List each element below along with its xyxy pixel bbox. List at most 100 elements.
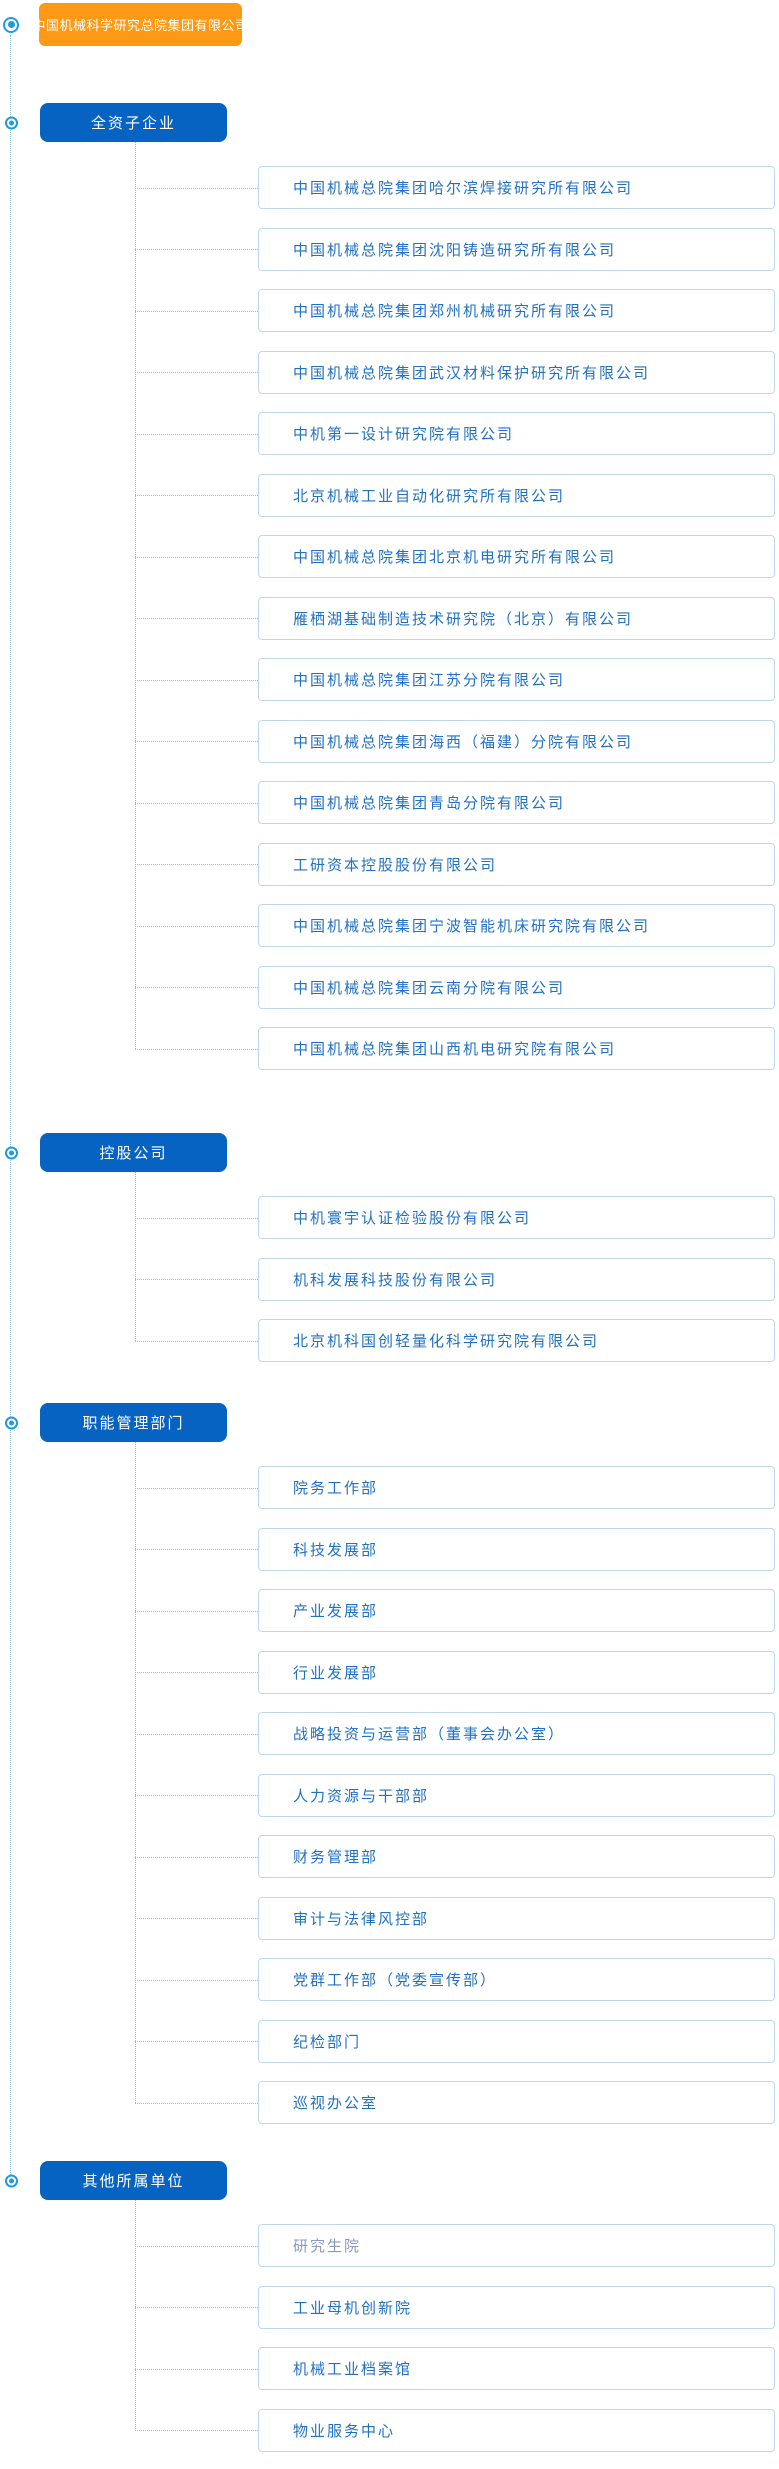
org-item-label: 工业母机创新院: [293, 2299, 413, 2317]
org-item-label: 审计与法律风控部: [293, 1910, 430, 1928]
root-bullet-icon: [3, 16, 19, 33]
section-items: 中国机械总院集团哈尔滨焊接研究所有限公司 中国机械总院集团沈阳铸造研究所有限公司…: [134, 142, 775, 1070]
section-bullet-icon: [5, 116, 18, 129]
section-category-row: 其他所属单位: [5, 2161, 227, 2200]
org-item[interactable]: 战略投资与运营部（董事会办公室）: [135, 1712, 775, 1755]
section-category-box[interactable]: 控股公司: [40, 1133, 227, 1172]
org-item-label: 财务管理部: [293, 1849, 379, 1866]
org-item-label: 工研资本控股股份有限公司: [293, 856, 498, 874]
org-item-label: 中国机械总院集团武汉材料保护研究所有限公司: [293, 364, 651, 382]
org-item-label: 科技发展部: [293, 1541, 379, 1559]
org-item-label: 纪检部门: [293, 2033, 362, 2051]
bullet-dot: [9, 1150, 14, 1155]
org-item[interactable]: 北京机械工业自动化研究所有限公司: [135, 473, 775, 517]
org-item[interactable]: 中国机械总院集团云南分院有限公司: [135, 965, 775, 1009]
bullet-dot: [9, 120, 14, 125]
org-item-label: 中机第一设计研究院有限公司: [293, 426, 515, 443]
org-item-label: 中国机械总院集团山西机电研究院有限公司: [293, 1041, 617, 1058]
org-item-label: 中国机械总院集团云南分院有限公司: [293, 979, 566, 997]
org-item-label: 中国机械总院集团沈阳铸造研究所有限公司: [293, 241, 617, 259]
section-category-row: 控股公司: [5, 1133, 227, 1172]
root-node: 中国机械科学研究总院集团有限公司: [3, 3, 248, 46]
section-category-box[interactable]: 全资子企业: [40, 103, 227, 142]
section-items: 中机寰宇认证检验股份有限公司 机科发展科技股份有限公司 北京机科国创轻量化科学研…: [134, 1172, 775, 1362]
org-item[interactable]: 物业服务中心: [135, 2408, 775, 2452]
org-item[interactable]: 中国机械总院集团宁波智能机床研究院有限公司: [135, 904, 775, 947]
bullet-dot: [9, 1420, 14, 1425]
root-org-box[interactable]: 中国机械科学研究总院集团有限公司: [33, 3, 248, 46]
trunk-connector-line: [10, 35, 11, 2185]
section-category-label: 其他所属单位: [82, 2173, 185, 2190]
org-item[interactable]: 中国机械总院集团郑州机械研究所有限公司: [135, 289, 775, 332]
org-item-label: 中国机械总院集团海西（福建）分院有限公司: [293, 733, 634, 751]
section-items: 研究生院 工业母机创新院 机械工业档案馆 物业服务中心: [134, 2200, 775, 2452]
bullet-dot: [7, 21, 15, 28]
org-item[interactable]: 工业母机创新院: [135, 2285, 775, 2329]
org-item[interactable]: 中国机械总院集团山西机电研究院有限公司: [135, 1027, 775, 1070]
org-item[interactable]: 财务管理部: [135, 1835, 775, 1878]
org-item[interactable]: 研究生院: [135, 2224, 775, 2267]
section-bullet-icon: [5, 1146, 18, 1159]
section-category-row: 全资子企业: [5, 103, 227, 142]
org-item-label: 中国机械总院集团宁波智能机床研究院有限公司: [293, 918, 651, 935]
root-org-label: 中国机械科学研究总院集团有限公司: [32, 18, 249, 33]
org-item-label: 机械工业档案馆: [293, 2361, 413, 2378]
org-item-label: 北京机科国创轻量化科学研究院有限公司: [293, 1333, 600, 1350]
section-category-label: 职能管理部门: [82, 1415, 185, 1432]
org-item[interactable]: 中国机械总院集团青岛分院有限公司: [135, 781, 775, 824]
org-item[interactable]: 院务工作部: [135, 1466, 775, 1509]
org-item[interactable]: 机科发展科技股份有限公司: [135, 1257, 775, 1301]
org-item[interactable]: 行业发展部: [135, 1650, 775, 1694]
org-section: 全资子企业 中国机械总院集团哈尔滨焊接研究所有限公司 中国机械总院集团沈阳铸造研…: [0, 103, 779, 1070]
org-item[interactable]: 中国机械总院集团武汉材料保护研究所有限公司: [135, 350, 775, 394]
org-item-label: 中国机械总院集团哈尔滨焊接研究所有限公司: [293, 180, 634, 197]
org-item-label: 研究生院: [293, 2238, 362, 2255]
org-item-label: 产业发展部: [293, 1603, 379, 1620]
org-item-label: 战略投资与运营部（董事会办公室）: [293, 1726, 566, 1743]
org-section: 职能管理部门 院务工作部 科技发展部 产业发展部 行业发展部 战略投资与运营部（…: [0, 1403, 779, 2124]
org-item[interactable]: 党群工作部（党委宣传部）: [135, 1958, 775, 2001]
org-item[interactable]: 纪检部门: [135, 2019, 775, 2063]
section-category-box[interactable]: 其他所属单位: [40, 2161, 227, 2200]
org-item[interactable]: 科技发展部: [135, 1527, 775, 1571]
org-item[interactable]: 中国机械总院集团海西（福建）分院有限公司: [135, 719, 775, 763]
org-section: 其他所属单位 研究生院 工业母机创新院 机械工业档案馆 物业服务中心: [0, 2161, 779, 2452]
org-item-label: 巡视办公室: [293, 2095, 379, 2112]
org-item-label: 雁栖湖基础制造技术研究院（北京）有限公司: [293, 610, 634, 628]
org-item-label: 中国机械总院集团郑州机械研究所有限公司: [293, 303, 617, 320]
org-item[interactable]: 产业发展部: [135, 1589, 775, 1632]
section-bullet-icon: [5, 2174, 18, 2187]
org-section: 控股公司 中机寰宇认证检验股份有限公司 机科发展科技股份有限公司 北京机科国创轻…: [0, 1133, 779, 1362]
org-item-label: 机科发展科技股份有限公司: [293, 1271, 498, 1289]
section-category-label: 全资子企业: [90, 115, 176, 132]
org-item-label: 党群工作部（党委宣传部）: [293, 1972, 498, 1989]
org-sections: 全资子企业 中国机械总院集团哈尔滨焊接研究所有限公司 中国机械总院集团沈阳铸造研…: [0, 103, 779, 2452]
org-item-label: 物业服务中心: [293, 2422, 396, 2440]
org-item[interactable]: 中国机械总院集团沈阳铸造研究所有限公司: [135, 227, 775, 271]
section-items: 院务工作部 科技发展部 产业发展部 行业发展部 战略投资与运营部（董事会办公室）…: [134, 1442, 775, 2124]
org-item-label: 中国机械总院集团北京机电研究所有限公司: [293, 549, 617, 566]
section-category-box[interactable]: 职能管理部门: [40, 1403, 227, 1442]
org-item[interactable]: 北京机科国创轻量化科学研究院有限公司: [135, 1319, 775, 1362]
org-item[interactable]: 工研资本控股股份有限公司: [135, 842, 775, 886]
org-chart: 中国机械科学研究总院集团有限公司 全资子企业 中国机械总院集团哈尔滨焊接研究所有…: [0, 3, 779, 2469]
org-item-label: 中机寰宇认证检验股份有限公司: [293, 1210, 532, 1227]
org-item[interactable]: 中国机械总院集团北京机电研究所有限公司: [135, 535, 775, 578]
org-item[interactable]: 中国机械总院集团江苏分院有限公司: [135, 658, 775, 701]
org-item-label: 北京机械工业自动化研究所有限公司: [293, 487, 566, 505]
org-item[interactable]: 中国机械总院集团哈尔滨焊接研究所有限公司: [135, 166, 775, 209]
org-item-label: 中国机械总院集团江苏分院有限公司: [293, 672, 566, 689]
org-item-label: 行业发展部: [293, 1664, 379, 1682]
org-item-label: 中国机械总院集团青岛分院有限公司: [293, 795, 566, 812]
org-item[interactable]: 审计与法律风控部: [135, 1896, 775, 1940]
org-item-label: 人力资源与干部部: [293, 1787, 430, 1805]
org-item[interactable]: 中机第一设计研究院有限公司: [135, 412, 775, 455]
org-item-label: 院务工作部: [293, 1480, 379, 1497]
section-category-row: 职能管理部门: [5, 1403, 227, 1442]
org-item[interactable]: 中机寰宇认证检验股份有限公司: [135, 1196, 775, 1239]
org-item[interactable]: 机械工业档案馆: [135, 2347, 775, 2390]
org-item[interactable]: 雁栖湖基础制造技术研究院（北京）有限公司: [135, 596, 775, 640]
org-item[interactable]: 人力资源与干部部: [135, 1773, 775, 1817]
bullet-dot: [9, 2178, 14, 2183]
org-item[interactable]: 巡视办公室: [135, 2081, 775, 2124]
